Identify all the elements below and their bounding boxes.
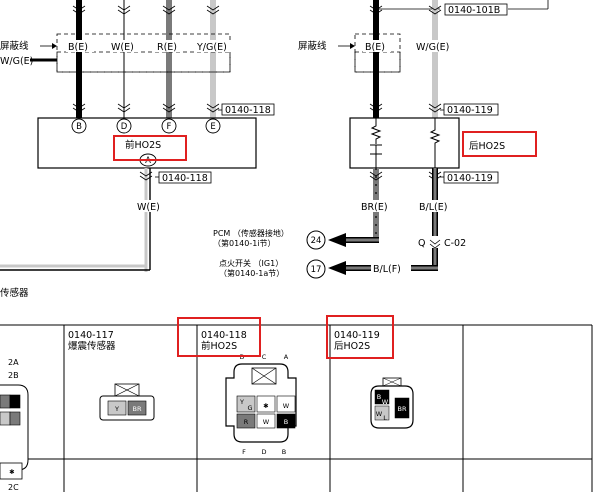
svg-text:（第0140-1i节）: （第0140-1i节） [213,238,276,248]
svg-text:W: W [382,398,389,406]
svg-text:0140-118: 0140-118 [162,173,208,184]
svg-text:BR(E): BR(E) [361,202,388,213]
svg-text:Y/G(E): Y/G(E) [196,42,227,53]
front-ground-wire: 0140-118 W(E) [0,168,212,272]
connector-tag-top-right: 0140-101B [376,0,549,16]
ignition-reference: 点火开关 （IG1） （第0140-1a节） 17 [219,258,326,279]
table-left-column: 2A 2B ✱ 2C [0,358,29,492]
rear-ho2s-highlight [462,131,537,157]
svg-text:Q: Q [418,238,425,249]
svg-text:屏蔽线: 屏蔽线 [0,40,29,52]
svg-text:B/L(F): B/L(F) [373,264,401,275]
svg-text:W(E): W(E) [137,202,160,213]
svg-text:前HO2S: 前HO2S [201,340,237,352]
svg-text:0140-117: 0140-117 [68,330,114,341]
cell-rear-ho2s: 0140-119 后HO2S B W W L BR [334,330,414,429]
cell-front-ho2s: 0140-118 前HO2S D C A Y G ✱ W R W B F D B [201,330,297,456]
svg-text:W: W [263,418,270,426]
svg-text:W: W [376,410,383,418]
svg-text:W/G(E): W/G(E) [416,42,449,53]
svg-text:0140-119: 0140-119 [447,173,493,184]
table-front-highlight [177,317,261,357]
front-ho2s-label: 前HO2S [125,139,161,151]
front-connector-marks [72,5,220,15]
svg-text:0140-119: 0140-119 [447,105,493,116]
svg-text:R: R [244,418,249,426]
svg-text:0140-101B: 0140-101B [448,5,500,16]
svg-text:D: D [121,122,128,132]
front-ho2s-highlight [113,135,187,161]
svg-text:17: 17 [311,265,322,275]
svg-text:点火开关 （IG1）: 点火开关 （IG1） [219,258,283,268]
rear-ho2s-box [349,117,460,169]
svg-text:F: F [167,122,172,132]
svg-text:屏蔽线: 屏蔽线 [298,40,327,52]
svg-text:B(E): B(E) [365,42,385,53]
svg-text:B/L(E): B/L(E) [419,202,447,213]
svg-text:W: W [283,402,290,410]
svg-text:后HO2S: 后HO2S [334,341,370,352]
svg-text:Y: Y [114,405,119,413]
svg-text:C: C [262,353,267,361]
svg-text:✱: ✱ [9,468,14,476]
svg-text:B: B [76,122,82,132]
svg-text:2C: 2C [8,483,19,492]
svg-text:F: F [242,448,246,456]
svg-text:C-02: C-02 [444,238,466,249]
table-rear-highlight [326,315,394,359]
pcm-reference: PCM （传感器接地） （第0140-1i节） 24 [213,228,326,250]
svg-text:B(E): B(E) [68,42,88,53]
front-wire-labels: B(E) W(E) R(E) Y/G(E) [66,40,232,53]
svg-text:✱: ✱ [263,402,268,410]
svg-text:（第0140-1a节）: （第0140-1a节） [219,268,284,278]
rear-out-wires: 0140-119 BR(E) B/L(E) Q C-02 B/L(F) [328,168,499,275]
svg-text:E: E [210,122,215,132]
svg-text:D: D [261,448,266,456]
svg-text:BR: BR [133,405,142,413]
svg-text:24: 24 [311,236,322,246]
svg-text:0140-118: 0140-118 [201,330,247,341]
rear-ho2s-label-box: 后HO2S [469,141,505,152]
svg-text:W(E): W(E) [111,42,134,53]
connector-table [0,324,593,492]
svg-text:0140-119: 0140-119 [334,330,380,341]
front-shield: 屏蔽线 W/G(E) [0,33,231,73]
svg-text:G: G [247,404,252,412]
svg-text:Y: Y [239,398,244,406]
front-sensor-tag: 0140-118 [72,103,275,116]
svg-text:R(E): R(E) [157,42,177,53]
svg-text:B: B [282,448,286,456]
svg-text:L: L [383,414,387,422]
svg-text:PCM （传感器接地）: PCM （传感器接地） [213,228,289,238]
rear-shield: 屏蔽线 B(E) W/G(E) [298,33,455,73]
rear-ho2s-label: 后HO2S [469,141,505,152]
svg-text:B: B [284,418,288,426]
svg-text:B: B [377,393,381,401]
svg-text:BR: BR [398,405,407,413]
svg-text:2A: 2A [8,358,19,367]
svg-text:0140-118: 0140-118 [225,105,271,116]
rear-sensor-tag: 0140-119 [369,103,499,116]
svg-text:爆震传感器: 爆震传感器 [68,340,116,352]
svg-text:A: A [284,353,289,361]
svg-text:2B: 2B [8,371,19,380]
rear-connector-marks [369,5,442,15]
svg-text:W/G(E): W/G(E) [0,56,33,67]
cell-knock-sensor: 0140-117 爆震传感器 Y BR [68,330,155,421]
left-cut-label: 传感器 [0,287,29,299]
